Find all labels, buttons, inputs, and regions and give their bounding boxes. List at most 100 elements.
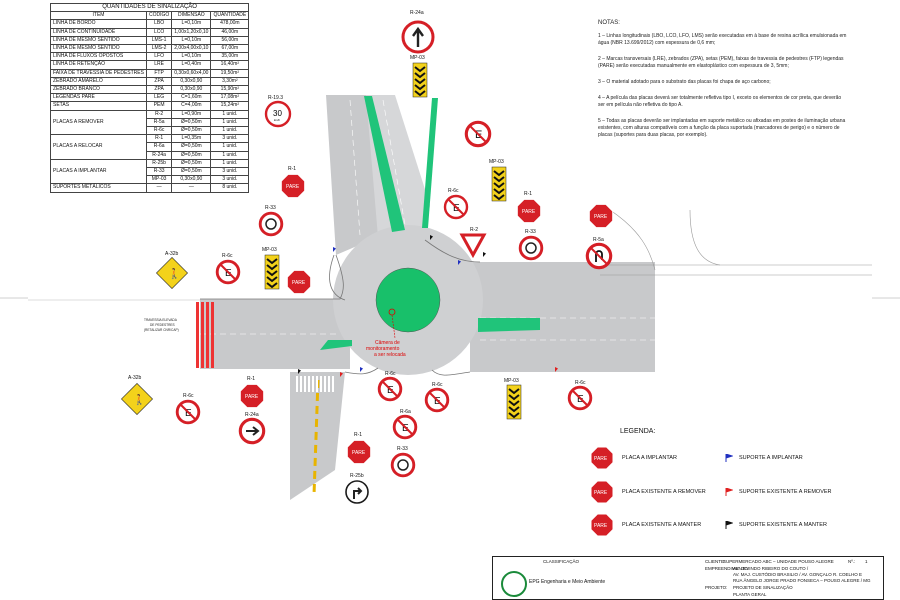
classificacao-label: CLASSIFICAÇÃO [543, 559, 580, 564]
table-cell: 0,30x0,60x4,00 [171, 68, 212, 78]
table-cell: 3 unid. [210, 167, 250, 177]
table-cell: C=1,60m [171, 93, 212, 103]
legend-label: SUPORTE A IMPLANTAR [739, 455, 803, 461]
table-cell: LMS-2 [145, 44, 173, 54]
note-item: 5 – Todas as placas deverão ser implanta… [598, 118, 846, 138]
sign-code: R-2 [470, 227, 478, 233]
table-cell: MP-03 [145, 175, 173, 185]
sign-r6a: R-6a E [392, 409, 418, 440]
table-cell: 1 unid. [210, 142, 250, 152]
sign-r6c-upper: E [464, 120, 492, 148]
sign-code: A-32b [165, 251, 179, 257]
sign-a32b-top: A-32b 🚶 [156, 251, 188, 289]
table-cell: R-6a [145, 142, 173, 152]
sign-code: A-32b [128, 375, 142, 381]
table-cell: LINHA DE MESMO SENTIDO [50, 44, 147, 54]
table-cell: FAIXA DE TRAVESSIA DE PEDESTRES [50, 68, 147, 78]
table-cell: LRE [145, 60, 173, 70]
camera-label-2: monitoramento [366, 346, 400, 352]
table-cell: — [171, 183, 212, 193]
sign-code: R-33 [397, 446, 408, 452]
table-cell: Ø=0,50m [171, 167, 212, 177]
sign-mp03-mid: MP-03 [489, 159, 507, 202]
table-cell: C=4,00m [171, 101, 212, 111]
table-cell: R-6c [145, 126, 173, 136]
table-cell: 1 unid. [210, 158, 250, 169]
table-cell: LFO [145, 52, 173, 62]
table-cell: ZEBRADO AMARELO [50, 76, 147, 87]
projeto-value: PROJETO DE SINALIZAÇÃO [733, 585, 793, 590]
legend-placa-remover: PARE PLACA EXISTENTE A REMOVER [590, 480, 706, 504]
pare-text: PARE [245, 394, 259, 400]
camera-annotation: Câmera de monitoramento a ser relocada [366, 308, 406, 358]
sign-r6c-bottom-right: R-6c E [424, 382, 450, 413]
legend-suporte-implantar: SUPORTE A IMPLANTAR [725, 454, 803, 462]
table-cell: 1 unid. [210, 126, 250, 136]
table-cell: FTP [145, 68, 173, 78]
sign-r24a-bottom: R-24a [238, 412, 266, 445]
table-cell: Ø=0,50m [171, 117, 212, 128]
speed-value: 30 [273, 109, 282, 118]
sign-code: R-25b [350, 473, 364, 479]
table-cell: L=0,35m [171, 134, 212, 144]
notes-title: NOTAS: [598, 20, 620, 26]
table-cell: R-33 [145, 167, 173, 177]
table-cell: PEM [145, 101, 173, 111]
stop-sign-icon: PARE [590, 480, 614, 504]
notes-panel: NOTAS: 1 – Linhas longitudinais (LBO, LC… [598, 20, 848, 148]
empreendimento-line1: AV. LEVINDO RIBEIRO DO COUTO / [733, 566, 809, 571]
cliente-value: SUPERMERCADO ABC – UNIDADE POUSO ALEGRE [723, 559, 834, 564]
legend-placa-manter: PARE PLACA EXISTENTE A MANTER [590, 513, 701, 537]
sign-r1-bottom-left: R-1 PARE [239, 376, 265, 409]
table-cell: L=0,90m [171, 109, 212, 119]
sign-code: R-33 [525, 229, 536, 235]
table-cell: L=0,10m [171, 52, 212, 62]
table-header: DIMENSÃO [171, 11, 212, 21]
arrow-turn-right-icon [353, 487, 363, 499]
sign-r6c-mid: R-6c E [443, 188, 469, 220]
folha-label: Nº.: [848, 559, 856, 564]
sign-code: R-6c [385, 371, 396, 377]
sign-r24a-top: R-24a [401, 10, 435, 54]
table-cell: SETAS [50, 101, 147, 111]
table-group-label: PLACAS A RELOCAR [50, 134, 147, 160]
table-cell: 17,08m² [210, 93, 250, 103]
table-cell: 3,30m² [210, 76, 250, 87]
sign-code: R-19.3 [268, 95, 283, 101]
company-name: EPG Engenharia e Meio Ambiente [529, 579, 606, 585]
table-group-label: PLACAS A REMOVER [50, 109, 147, 136]
speed-unit: km/h [274, 118, 281, 122]
legend-placa-implantar: PARE PLACA A IMPLANTAR [590, 446, 677, 470]
sign-r25b: R-25b [345, 473, 369, 504]
sign-r1-bottom: R-1 PARE [346, 432, 372, 465]
table-title: QUANTIDADES DE SINALIZAÇÃO [49, 2, 250, 13]
table-cell: LCO [145, 27, 173, 37]
table-cell: LINHA DE CONTINUIDADE [50, 27, 147, 37]
table-cell: LINHA DE RETENÇÃO [50, 60, 147, 70]
table-cell: R-25b [145, 158, 173, 169]
crossing-note-1: TRAVESSIA ELEVADA [144, 318, 178, 322]
table-cell: LMS-1 [145, 35, 173, 46]
sign-r6c-far-right: R-6c E [567, 380, 593, 411]
table-cell: Ø=0,50m [171, 142, 212, 152]
sign-code: R-1 [288, 166, 296, 172]
note-item: 4 – A película das placas deverá ser tot… [598, 95, 842, 108]
pare-text: PARE [352, 450, 366, 456]
table-cell: LBO [145, 19, 173, 29]
table-cell: ZPA [145, 85, 173, 95]
pare-text: PARE [292, 280, 306, 286]
folha-value: 1 [865, 559, 868, 564]
sign-code: R-6c [222, 253, 233, 259]
